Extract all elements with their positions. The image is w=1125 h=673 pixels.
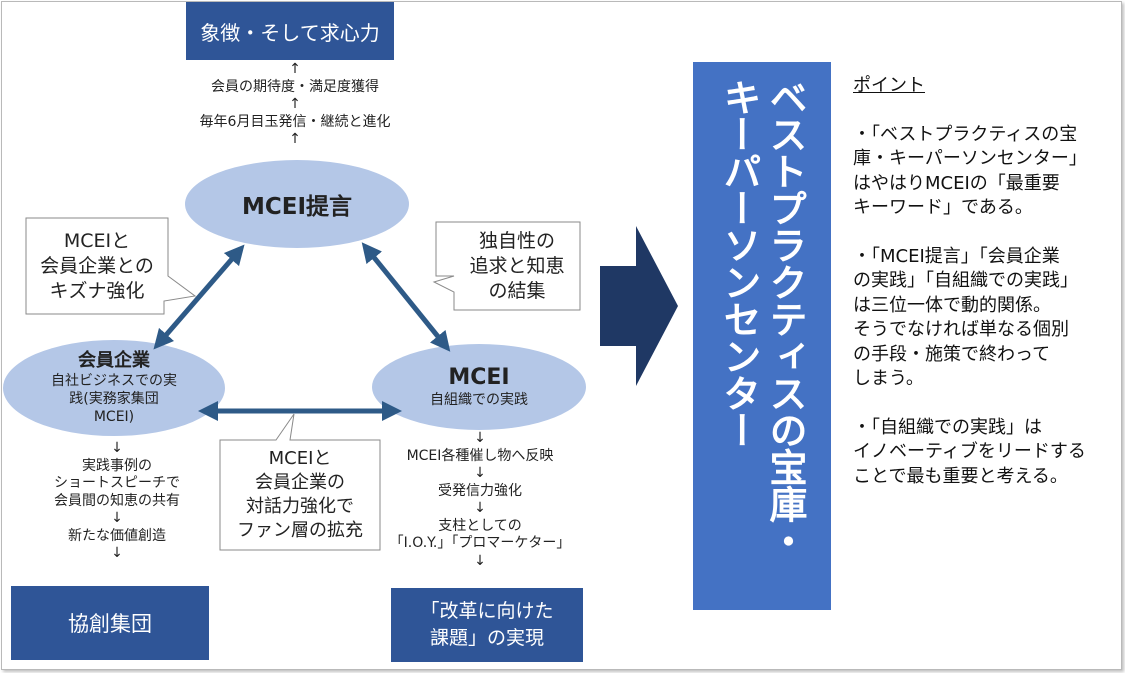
callout-left-line: 会員企業との — [40, 255, 154, 277]
left-flow-step: ショートスピーチで — [54, 475, 180, 491]
top-box-label: 象徴・そして求心力 — [200, 20, 380, 45]
box-kaikaku-line: 「改革に向けた — [420, 600, 554, 622]
vertical-title-panel: ベストプラクティスの宝庫・ キーパーソンセンター — [693, 62, 831, 610]
callout-right-line: の結集 — [488, 280, 546, 302]
right-flow-step: MCEI各種催し物へ反映 — [406, 447, 554, 464]
ellipse-mcei-teigen: MCEI提言 — [185, 160, 409, 248]
ellipse-member-companies: 会員企業 自社ビジネスでの実 践(実務家集団 MCEI) — [3, 340, 225, 436]
points-heading: ポイント — [853, 75, 925, 96]
left-flow: ↓ 実践事例の ショートスピーチで 会員間の知恵の共有 ↓ 新たな価値創造 ↓ — [22, 440, 212, 563]
top-box: 象徴・そして求心力 — [186, 2, 394, 60]
callout-right-line: 独自性の — [478, 230, 555, 252]
right-flow-step: 受発信力強化 — [438, 482, 522, 499]
callout-bottom-shape — [219, 413, 381, 551]
callout-bottom-line: 会員企業の — [255, 472, 345, 493]
right-flow-step: 「I.O.Y.」「プロマーケター」 — [389, 535, 571, 551]
point-item: ・「自組織での実践」は イノベーティブをリードする ことで最も重要と考える。 — [853, 416, 1086, 487]
ellipse-mcei: MCEI 自組織での実践 — [372, 344, 586, 430]
left-flow-step: 新たな価値創造 — [68, 527, 166, 544]
callout-bottom: MCEIと 会員企業の 対話力強化で ファン層の拡充 — [222, 447, 378, 543]
right-flow-step: 支柱としての — [438, 517, 522, 534]
ellipse-member-line: 践(実務家集団 — [69, 391, 159, 407]
ellipse-member-title: 会員企業 — [78, 350, 150, 371]
callout-bottom-line: MCEIと — [268, 448, 332, 469]
callout-right: 独自性の 追求と知恵 の結集 — [456, 229, 578, 304]
top-flow-step: 毎年6月目玉発信・継続と進化 — [199, 113, 391, 130]
top-flow-step: 会員の期待度・満足度獲得 — [211, 78, 379, 95]
callout-bottom-line: 対話力強化で — [246, 496, 354, 517]
point-item: ・「MCEI提言」「会員企業 の実践」「自組織での実践」 は三位一体で動的関係。… — [853, 245, 1078, 390]
top-flow: ↑ 会員の期待度・満足度獲得 ↑ 毎年6月目玉発信・継続と進化 ↑ — [140, 61, 450, 149]
box-kaikaku-line: 課題」の実現 — [429, 627, 544, 649]
points-section: ポイント ・「ベストプラクティスの宝 庫・キーパーソンセンター」 はやはりMCE… — [853, 74, 1115, 513]
arrow-teigen-member — [153, 244, 245, 350]
vertical-title-col1: ベストプラクティスの宝庫・ — [763, 78, 807, 559]
right-flow: ↓ MCEI各種催し物へ反映 ↓ 受発信力強化 ↓ 支柱としての 「I.O.Y.… — [378, 430, 582, 570]
ellipse-member-line: 自社ビジネスでの実 — [51, 373, 177, 389]
left-flow-step: 会員間の知恵の共有 — [54, 492, 180, 509]
point-item: ・「ベストプラクティスの宝 庫・キーパーソンセンター」 はやはりMCEIの「最重… — [853, 123, 1087, 219]
ellipse-mcei-title: MCEI — [448, 365, 510, 390]
callout-left-line: キズナ強化 — [49, 280, 145, 302]
ellipse-mcei-sub: 自組織での実践 — [430, 392, 528, 408]
ellipse-mcei-teigen-label: MCEI提言 — [241, 194, 353, 220]
box-kaikaku-kadai: 「改革に向けた 課題」の実現 — [391, 588, 583, 662]
callout-bottom-line: ファン層の拡充 — [237, 520, 363, 541]
left-flow-step: 実践事例の — [82, 457, 152, 474]
ellipse-member-line: MCEI) — [93, 409, 135, 425]
callout-right-line: 追求と知恵 — [469, 255, 565, 277]
arrow-teigen-mcei — [361, 242, 451, 352]
callout-left-line: MCEIと — [63, 230, 131, 252]
box-kyoso-shudan: 協創集団 — [11, 586, 209, 660]
box-kyoso-shudan-label: 協創集団 — [68, 612, 152, 636]
callout-left: MCEIと 会員企業との キズナ強化 — [28, 229, 166, 304]
big-right-arrow — [600, 226, 678, 386]
vertical-title-col2: キーパーソンセンター — [717, 78, 761, 448]
